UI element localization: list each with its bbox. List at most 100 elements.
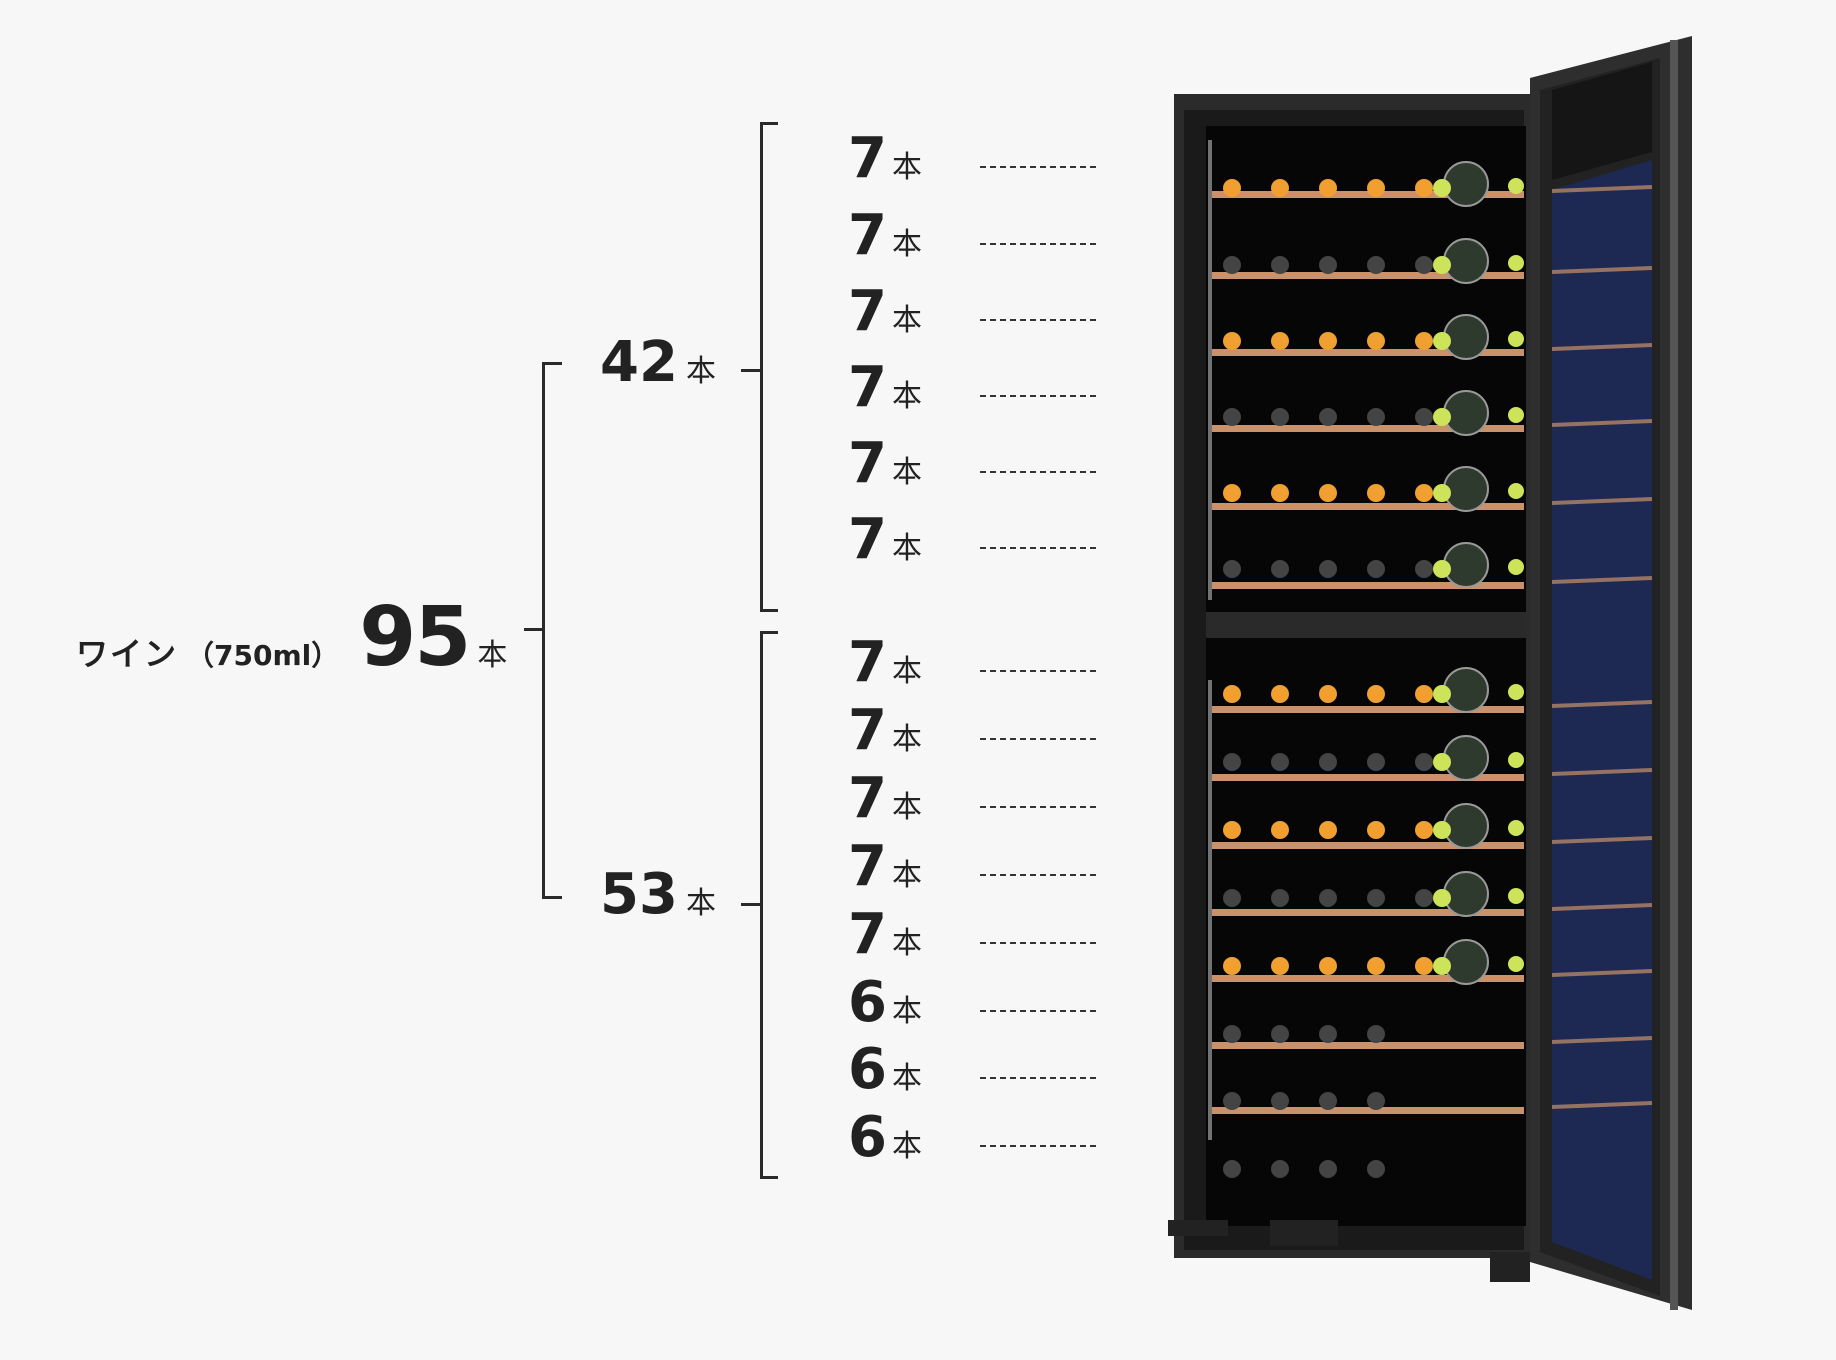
total-count: 95 (359, 590, 471, 685)
upper-count: 42 (600, 330, 678, 395)
bottle-neck (1319, 685, 1337, 703)
total-bracket (542, 362, 545, 899)
led-strip (1208, 140, 1212, 600)
leader-dashed-line (980, 243, 1096, 245)
bottle-neck (1415, 179, 1433, 197)
bottle-neck (1433, 332, 1451, 350)
bottle-neck (1223, 753, 1241, 771)
reflected-shelf (1551, 969, 1653, 977)
wooden-shelf (1212, 774, 1524, 781)
shelf-unit: 本 (892, 790, 922, 825)
leader-dashed-line (980, 1077, 1096, 1079)
reflected-shelf (1551, 836, 1653, 844)
leader-dashed-line (980, 1145, 1096, 1147)
bottle-neck (1415, 484, 1433, 502)
wooden-shelf (1212, 272, 1524, 279)
shelf-count: 7 (848, 698, 887, 763)
upper-bracket-top (760, 122, 778, 125)
bottle-neck (1367, 957, 1385, 975)
shelf-unit: 本 (892, 531, 922, 566)
shelf-unit: 本 (892, 1061, 922, 1096)
lower-bracket-tick (741, 903, 761, 906)
lower-count: 53 (600, 862, 678, 927)
upper-zone-label: 42 本 (600, 330, 716, 395)
bottle-neck (1319, 560, 1337, 578)
leader-dashed-line (980, 166, 1096, 168)
shelf-unit: 本 (892, 926, 922, 961)
bottle-neck (1367, 1160, 1385, 1178)
bottle-neck (1367, 484, 1385, 502)
wine-label: ワイン (76, 635, 179, 673)
foot (1490, 1252, 1530, 1282)
bottle-base (1443, 161, 1489, 207)
bottle-base (1443, 238, 1489, 284)
bottle-base (1443, 667, 1489, 713)
bottle-neck (1319, 1092, 1337, 1110)
bottle-neck (1223, 484, 1241, 502)
shelf-count: 7 (848, 203, 887, 268)
bottle-neck (1223, 560, 1241, 578)
bottle-neck (1367, 685, 1385, 703)
bottle-neck (1508, 178, 1524, 194)
shelf-count: 7 (848, 766, 887, 831)
bottle-neck (1367, 179, 1385, 197)
bottle-neck (1367, 821, 1385, 839)
bottle-neck (1223, 1160, 1241, 1178)
upper-bracket (760, 122, 763, 612)
bottle-neck (1319, 821, 1337, 839)
shelf-count: 7 (848, 355, 887, 420)
wooden-shelf (1212, 503, 1524, 510)
bottle-neck (1367, 256, 1385, 274)
zone-divider (1206, 612, 1526, 638)
shelf-unit: 本 (892, 722, 922, 757)
reflected-shelf (1551, 497, 1653, 505)
bottle-neck (1223, 408, 1241, 426)
upper-bracket-bottom (760, 609, 778, 612)
bottle-base (1443, 466, 1489, 512)
bottle-neck (1367, 408, 1385, 426)
reflected-shelf (1551, 768, 1653, 776)
bottle-neck (1433, 889, 1451, 907)
foot (1270, 1220, 1338, 1246)
bottle-neck (1433, 256, 1451, 274)
bottle-neck (1319, 957, 1337, 975)
bottle-neck (1271, 957, 1289, 975)
door-edge (1670, 40, 1678, 1310)
bottle-neck (1223, 179, 1241, 197)
bottle-neck (1433, 821, 1451, 839)
upper-bracket-tick (741, 369, 761, 372)
shelf-count: 7 (848, 902, 887, 967)
bottle-neck (1319, 889, 1337, 907)
bottle-neck (1271, 408, 1289, 426)
bottle-neck (1271, 179, 1289, 197)
bottle-neck (1319, 179, 1337, 197)
bottle-neck (1367, 753, 1385, 771)
wooden-shelf (1212, 1107, 1524, 1114)
bottle-neck (1271, 889, 1289, 907)
wooden-shelf (1212, 975, 1524, 982)
shelf-unit: 本 (892, 455, 922, 490)
bottle-neck (1271, 685, 1289, 703)
leader-dashed-line (980, 547, 1096, 549)
bottle-neck (1367, 889, 1385, 907)
bottle-neck (1223, 1092, 1241, 1110)
bottle-base (1443, 803, 1489, 849)
bottle-neck (1223, 957, 1241, 975)
bottle-neck (1508, 888, 1524, 904)
wooden-shelf (1212, 842, 1524, 849)
bottle-neck (1415, 753, 1433, 771)
upper-unit: 本 (685, 354, 716, 389)
wooden-shelf (1212, 1042, 1524, 1049)
bottle-neck (1271, 1025, 1289, 1043)
bottle-base (1443, 314, 1489, 360)
reflected-shelf (1551, 1036, 1653, 1044)
bottle-neck (1508, 956, 1524, 972)
wooden-shelf (1212, 191, 1524, 198)
bottle-neck (1319, 1025, 1337, 1043)
